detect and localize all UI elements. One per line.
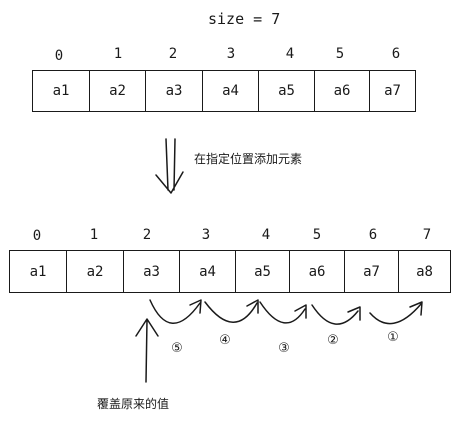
shift-arrow-4: [204, 299, 259, 323]
step-label: ②: [327, 333, 339, 348]
size-title: size = 7: [208, 10, 281, 28]
array-cell: a1: [9, 250, 67, 293]
step-label: ③: [278, 341, 290, 356]
array-cell: a4: [202, 70, 259, 112]
index-label: 2: [168, 46, 178, 62]
shift-arrow-2: [311, 304, 361, 325]
shift-arrow-1: [369, 301, 423, 325]
array-cell: a7: [369, 70, 416, 112]
index-label: 4: [285, 46, 295, 62]
array-cell: a3: [123, 250, 180, 293]
index-label: 7: [422, 227, 432, 243]
step-label: ④: [219, 333, 231, 348]
step-label: ①: [387, 330, 399, 345]
index-label: 1: [89, 227, 99, 243]
overwrite-note: 覆盖原来的值: [97, 397, 170, 411]
array-cell: a4: [179, 250, 236, 293]
array-cell: a6: [314, 70, 370, 112]
shift-arrow-3: [259, 301, 307, 324]
array-cell: a3: [145, 70, 203, 112]
index-label: 0: [54, 48, 64, 64]
index-label: 4: [261, 227, 271, 243]
array-cell: a1: [32, 70, 90, 112]
up-arrow-icon: [135, 318, 159, 383]
index-label: 5: [335, 46, 345, 62]
down-arrow-icon: [155, 138, 184, 194]
index-label: 3: [226, 46, 236, 62]
array-cell: a6: [289, 250, 345, 293]
array-cell: a2: [66, 250, 124, 293]
step-label: ⑤: [171, 341, 183, 356]
array-cell: a5: [258, 70, 315, 112]
array-cell: a7: [344, 250, 399, 293]
index-label: 6: [391, 46, 401, 62]
index-label: 5: [312, 227, 322, 243]
array-cell: a8: [398, 250, 451, 293]
index-label: 1: [113, 46, 123, 62]
shift-arrow-5: [149, 299, 202, 324]
index-label: 3: [201, 227, 211, 243]
index-label: 6: [368, 227, 378, 243]
array-cell: a5: [235, 250, 290, 293]
transition-label: 在指定位置添加元素: [194, 152, 303, 166]
index-label: 2: [142, 227, 152, 243]
index-label: 0: [32, 228, 42, 244]
